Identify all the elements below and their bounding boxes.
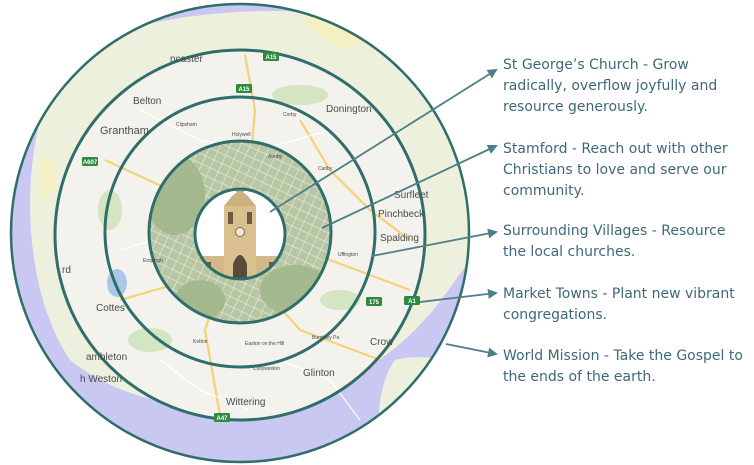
label-world-mission: World Mission - Take the Gospel to the e… <box>503 348 743 385</box>
map-place-0: ncaster <box>170 54 203 65</box>
map-place-17: Corby <box>283 112 297 118</box>
map-place-21: Easton on the Hill <box>245 341 284 347</box>
map-place-24: Uffington <box>338 252 358 258</box>
map-place-9: Wittering <box>226 397 265 408</box>
arrow-world-mission <box>445 343 498 358</box>
map-place-20: Ketton <box>193 339 208 345</box>
arrow-market-towns <box>419 288 498 303</box>
map-place-7: Crow <box>370 337 394 348</box>
circle-rings <box>9 2 471 464</box>
label-surrounding-villages: Surrounding Villages - Resource the loca… <box>503 223 726 260</box>
svg-text:A15: A15 <box>238 87 250 93</box>
map-place-22: Burghley Pa <box>312 335 339 341</box>
ring-surrounding-villages <box>103 95 377 369</box>
map-place-6: Surfleet <box>394 190 429 201</box>
road-badge-2: A15 <box>263 52 279 61</box>
road-badge-0: A15 <box>236 84 252 93</box>
road-badge-1: A607 <box>82 157 98 166</box>
ring-world-mission <box>9 2 471 464</box>
map-place-10: amblеton <box>86 352 127 363</box>
label-stamford: Stamford - Reach out with other Christia… <box>503 141 728 199</box>
map-place-13: rd <box>62 265 71 276</box>
road-badge-4: 175 <box>366 297 382 306</box>
ring-church <box>193 187 287 281</box>
map-place-11: h Weston <box>80 374 122 385</box>
svg-text:175: 175 <box>369 300 380 306</box>
map-place-16: Aunby <box>268 154 283 160</box>
map-place-18: Carlby <box>318 166 333 172</box>
road-badge-3: A47 <box>214 413 230 422</box>
pointer-arrows <box>269 68 498 358</box>
map-place-5: Pinchbeck <box>378 209 425 220</box>
map-place-19: Empingh <box>143 258 163 264</box>
svg-text:A607: A607 <box>83 160 98 166</box>
map-place-1: Belton <box>133 96 161 107</box>
map-place-2: Grantham <box>100 125 149 137</box>
arrow-villages <box>371 228 498 257</box>
map-place-15: Holywell <box>232 132 251 138</box>
arrow-stamford <box>321 144 498 229</box>
ring-stamford <box>147 139 333 325</box>
label-st-georges-church: St George’s Church - Grow radically, ove… <box>503 57 718 115</box>
label-market-towns: Market Towns - Plant new vibrant congreg… <box>503 286 735 323</box>
svg-text:A15: A15 <box>265 55 277 61</box>
ring-market-towns <box>53 48 427 422</box>
road-badge-5: A1 <box>404 296 420 305</box>
map-place-23: Collyweston <box>253 366 280 372</box>
map-place-3: Donington <box>326 104 372 115</box>
svg-text:A47: A47 <box>216 416 228 422</box>
svg-text:A1: A1 <box>408 299 416 305</box>
map-place-12: Cottes <box>96 303 125 314</box>
arrow-church <box>269 68 498 213</box>
map-place-4: Spalding <box>380 233 419 244</box>
map-place-14: Clipsham <box>176 122 197 128</box>
map-place-8: Glinton <box>303 368 335 379</box>
